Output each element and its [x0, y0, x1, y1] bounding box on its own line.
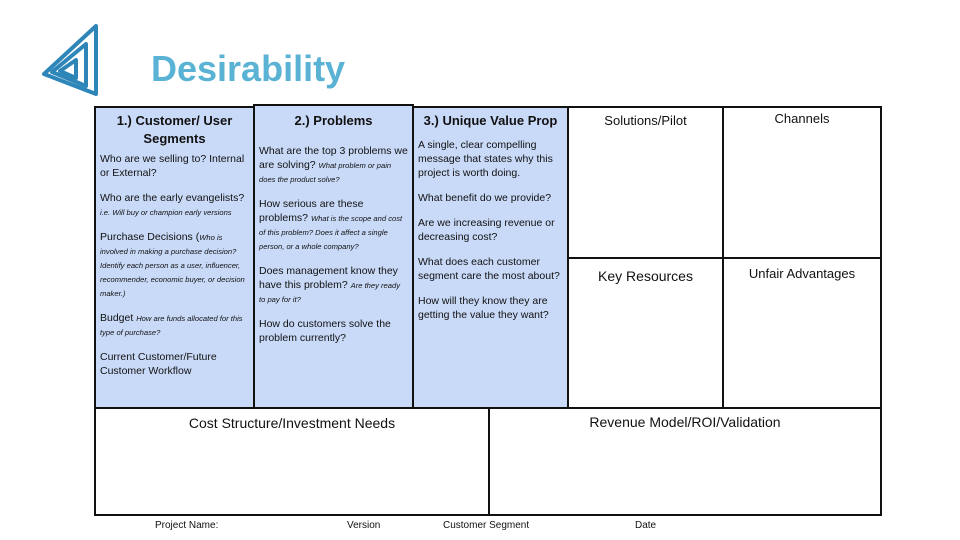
segments-q4-hint: How are funds allocated for this type of…	[100, 314, 243, 337]
date-label: Date	[635, 520, 657, 531]
problems-q2: How serious are these problems?	[259, 198, 364, 224]
problems-q3: Does management know they have this prob…	[259, 265, 398, 291]
unfair-advantages-header: Unfair Advantages	[748, 266, 856, 281]
lean-canvas: 1.) Customer/ User Segments Who are we s…	[94, 104, 882, 516]
segments-q3: Purchase Decisions (	[100, 231, 200, 243]
solutions-pilot-header: Solutions/Pilot	[604, 113, 687, 128]
uvp-q3: Are we increasing revenue or decreasing …	[418, 217, 555, 243]
problems-q1: What are the top 3 problems we are solvi…	[259, 145, 408, 171]
problems-q4: How do customers solve the problem curre…	[259, 318, 391, 344]
customer-segment-label: Customer Segment	[443, 520, 530, 531]
problems-q1-hint: What problem or pain does the product so…	[259, 161, 392, 184]
segments-q3-hint: Who is involved in making a purchase dec…	[100, 233, 245, 298]
customer-segments-header: 1.) Customer/ User Segments	[116, 113, 233, 146]
version-label: Version	[347, 520, 381, 531]
channels-box: Channels	[722, 106, 882, 259]
segments-q5: Current Customer/Future Customer Workflo…	[100, 351, 217, 377]
page-title: Desirability	[151, 48, 346, 89]
problems-box: 2.) Problems What are the top 3 problems…	[253, 104, 414, 409]
revenue-model-header: Revenue Model/ROI/Validation	[589, 414, 781, 430]
problems-q2-hint: What is the scope and cost of this probl…	[259, 214, 403, 251]
segments-q1: Who are we selling to? Internal or Exter…	[100, 153, 245, 179]
key-resources-box: Key Resources	[567, 257, 724, 409]
uvp-q2: What benefit do we provide?	[418, 192, 552, 204]
unfair-advantages-box: Unfair Advantages	[722, 257, 882, 409]
problems-q3-hint: Are they ready to pay for it?	[259, 281, 401, 304]
uvp-q5: How will they know they are getting the …	[418, 295, 549, 321]
channels-header: Channels	[774, 111, 830, 126]
uvp-header: 3.) Unique Value Prop	[423, 113, 558, 128]
cost-structure-box: Cost Structure/Investment Needs	[94, 407, 490, 516]
uvp-q1: A single, clear compelling message that …	[418, 139, 553, 179]
segments-q2-hint: i.e. Will buy or champion early versions	[100, 208, 232, 217]
segments-q4: Budget	[100, 312, 134, 324]
logo-icon	[42, 24, 98, 96]
uvp-q4: What does each customer segment care the…	[418, 256, 560, 282]
segments-q2: Who are the early evangelists?	[100, 192, 245, 204]
customer-segments-box: 1.) Customer/ User Segments Who are we s…	[94, 106, 255, 409]
revenue-model-box: Revenue Model/ROI/Validation	[488, 407, 882, 516]
cost-structure-header: Cost Structure/Investment Needs	[188, 415, 396, 431]
problems-header: 2.) Problems	[294, 113, 373, 128]
solutions-pilot-box: Solutions/Pilot	[567, 106, 724, 259]
key-resources-header: Key Resources	[598, 268, 693, 284]
unique-value-prop-box: 3.) Unique Value Prop A single, clear co…	[412, 106, 569, 409]
project-name-label: Project Name:	[155, 520, 219, 531]
